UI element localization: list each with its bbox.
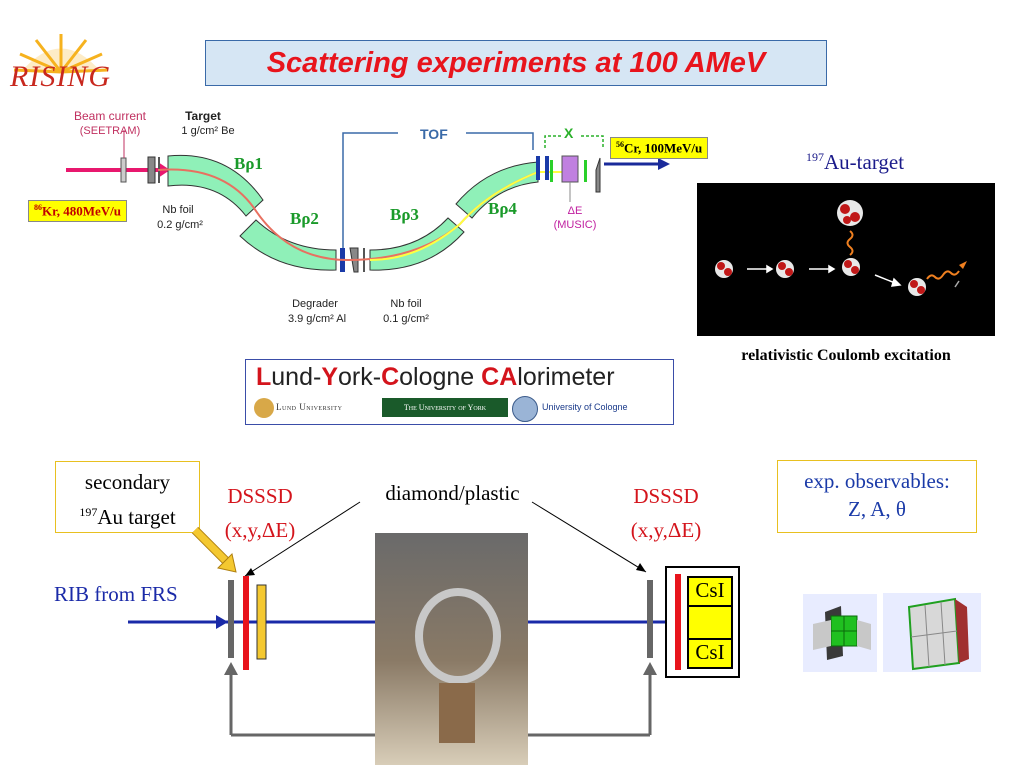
- lund-logo: Lund University: [276, 402, 343, 412]
- csi-middle: [687, 607, 733, 638]
- tof-label: TOF: [420, 126, 448, 142]
- x-label: X: [564, 125, 574, 141]
- lycca-und: und-: [271, 363, 322, 391]
- dsssd-right-label: DSSSD: [633, 484, 699, 508]
- lycca-lorimeter: lorimeter: [517, 363, 615, 391]
- secondary-mass: 197: [79, 505, 98, 519]
- coulex-target-text: Au-target: [824, 150, 905, 174]
- rising-logo: RISING: [6, 30, 116, 100]
- dsssd-left-sub: (x,y,ΔE): [224, 518, 296, 542]
- detector-mount: [439, 683, 475, 743]
- delta-e-label: ΔE: [567, 205, 583, 217]
- lycca-box: Lund-York-Cologne CAlorimeter Lund Unive…: [245, 359, 674, 425]
- nb-foil-2-value: 0.1 g/cm²: [383, 313, 429, 325]
- lycca-Y: Y: [321, 363, 339, 391]
- observables-box: exp. observables: Z, A, θ: [777, 460, 977, 533]
- observables-line1: exp. observables:: [804, 469, 950, 493]
- calorimeter-module-icon: [803, 594, 877, 672]
- diamond-label: diamond/plastic: [385, 481, 520, 505]
- page-title: Scattering experiments at 100 AMeV: [266, 46, 766, 79]
- sun-icon: [13, 34, 109, 74]
- secondary-line1: secondary: [84, 470, 171, 494]
- secondary-line2-wrap: 197Au target: [56, 497, 199, 532]
- nb-foil-1-label: Nb foil: [162, 204, 194, 216]
- degrader-label: Degrader: [292, 298, 338, 310]
- seetram-label: (SEETRAM): [79, 125, 141, 137]
- brho2-label: Bρ2: [290, 209, 319, 228]
- csi-bottom: CsI: [687, 638, 733, 669]
- secondary-target-box: secondary 197Au target: [55, 461, 200, 533]
- rib-label: RIB from FRS: [54, 582, 178, 606]
- coulex-target-mass: 197: [806, 150, 824, 164]
- brho3-label: Bρ3: [390, 205, 419, 224]
- brho1-label: Bρ1: [234, 154, 263, 173]
- nb-foil-1-value: 0.2 g/cm²: [157, 219, 203, 231]
- detector-ring-icon: [415, 588, 501, 684]
- york-logo: The University of York: [382, 398, 508, 417]
- coulex-caption: relativistic Coulomb excitation: [741, 347, 951, 364]
- lund-seal-icon: [254, 398, 274, 418]
- nb-foil-2-label: Nb foil: [390, 298, 422, 310]
- lycca-CA: CA: [481, 363, 518, 391]
- brho4-label: Bρ4: [488, 199, 517, 218]
- coulex-target-label: 197Au-target: [806, 150, 904, 175]
- primary-beam-label: 86Kr, 480MeV/u: [28, 200, 127, 223]
- title-box: Scattering experiments at 100 AMeV: [205, 40, 827, 86]
- logo-text: RISING: [10, 60, 111, 93]
- lycca-C: C: [381, 363, 400, 391]
- coulex-illustration: [697, 183, 995, 336]
- dsssd-left-label: DSSSD: [227, 484, 293, 508]
- observables-line2: Z, A, θ: [848, 497, 906, 521]
- primary-beam-mass: 86: [34, 203, 42, 212]
- secondary-beam-mass: 56: [616, 140, 624, 149]
- calorimeter-array-icon: [883, 593, 981, 672]
- primary-beam-text: Kr, 480MeV/u: [42, 203, 121, 219]
- dsssd-right-sub: (x,y,ΔE): [630, 518, 702, 542]
- music-label: (MUSIC): [553, 219, 597, 231]
- cologne-seal-icon: [512, 396, 538, 422]
- secondary-beam-text: Cr, 100MeV/u: [624, 140, 703, 156]
- lycca-ork: ork-: [338, 363, 382, 391]
- csi-dsssd-strip: [675, 574, 681, 670]
- csi-stack: CsI CsI: [665, 566, 740, 678]
- secondary-line2: Au target: [97, 505, 176, 529]
- lycca-ologne: ologne: [399, 363, 482, 391]
- target-value: 1 g/cm² Be: [181, 125, 235, 137]
- target-label: Target: [185, 109, 221, 123]
- beam-current-label: Beam current: [73, 109, 147, 123]
- cologne-logo: University of Cologne: [542, 402, 628, 412]
- lycca-title: Lund-York-Cologne CAlorimeter: [256, 363, 615, 392]
- detector-photo: [375, 533, 528, 765]
- lycca-L: L: [256, 363, 272, 391]
- csi-top: CsI: [687, 576, 733, 607]
- secondary-beam-label: 56Cr, 100MeV/u: [610, 137, 709, 160]
- fragment-separator-diagram: [66, 130, 670, 273]
- degrader-value: 3.9 g/cm² Al: [287, 313, 347, 325]
- nucleus-icons: [715, 200, 926, 296]
